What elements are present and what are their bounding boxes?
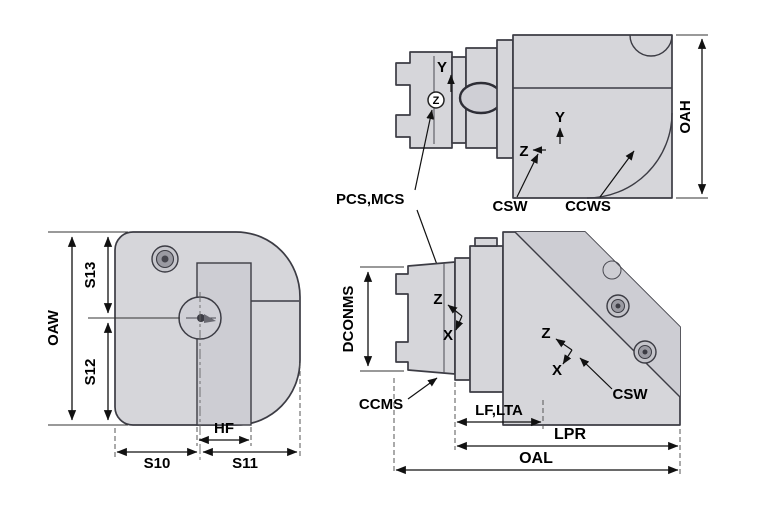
hf-label: HF — [214, 420, 234, 437]
axis-z-body-label: Z — [519, 143, 528, 160]
face-hole — [602, 260, 622, 280]
taper-shank-outline — [395, 261, 456, 375]
dim-oal: OAL — [393, 378, 679, 475]
axis-x-head-label: X — [552, 362, 562, 379]
dim-hf: HF — [196, 420, 252, 446]
face-screw-1 — [606, 294, 630, 318]
face-screw-2 — [633, 340, 657, 364]
gauge-ring — [458, 81, 504, 115]
s13-label: S13 — [82, 262, 99, 289]
front-head-band — [196, 262, 252, 426]
s12-label: S12 — [82, 359, 99, 386]
csw-lower-label: CSW — [613, 386, 649, 403]
dim-lf-lta: LF,LTA — [454, 382, 544, 450]
dconms-label: DCONMS — [340, 286, 357, 353]
axis-y-gauge-label: Y — [437, 59, 447, 76]
s11-label: S11 — [232, 455, 258, 472]
s10-label: S10 — [144, 455, 171, 472]
axis-z-gauge-label: Z — [433, 95, 440, 107]
dim-lpr: LPR — [456, 426, 681, 474]
axis-z-head-arrow — [555, 338, 573, 351]
axis-z-head-label: Z — [541, 325, 550, 342]
flange-ring-c — [496, 39, 514, 159]
csw-upper-label: CSW — [493, 198, 529, 215]
axis-z-gauge-circle — [427, 91, 445, 109]
oal-label: OAL — [519, 450, 553, 467]
csw-upper-leader — [516, 153, 539, 198]
csw-lower-leader — [579, 357, 613, 390]
lf-lta-label: LF,LTA — [475, 402, 523, 419]
front-view: OAW S13 S12 HF S10 S11 — [45, 231, 301, 472]
axis-x-flange-label: X — [443, 327, 453, 344]
ccws-leader — [599, 150, 635, 198]
flange-ring-lower-b — [469, 245, 504, 393]
axis-z-flange-label: Z — [433, 291, 442, 308]
clamp-screw — [151, 245, 179, 273]
dim-s10-s11: S10 S11 — [114, 363, 301, 472]
side-view-upper: Y Z Y Z PCS,MCS CSW CCWS OAH — [336, 34, 708, 304]
axis-y-body-label: Y — [555, 109, 565, 126]
ccws-label: CCWS — [565, 198, 611, 215]
flange-ring-lower-a — [454, 257, 471, 381]
top-notch-arc — [629, 34, 673, 57]
pcs-mcs-label: PCS,MCS — [336, 191, 404, 208]
spindle-shank-outline — [395, 51, 453, 149]
lpr-label: LPR — [554, 426, 586, 443]
dim-dconms: DCONMS — [340, 266, 404, 372]
axis-x-head-arrow — [562, 349, 573, 365]
side-view-lower: Z X Z X CCMS CSW DCONMS LF,LTA — [340, 231, 681, 475]
axis-z-flange-arrow — [447, 304, 463, 317]
head-body-side — [512, 34, 673, 199]
corner-arc — [586, 112, 673, 199]
ccms-label: CCMS — [359, 396, 403, 413]
flange-step — [474, 237, 498, 247]
oah-label: OAH — [677, 100, 694, 133]
axis-x-flange-arrow — [455, 315, 464, 331]
angled-face-edge — [514, 231, 681, 398]
pcs-mcs-leader-upper — [414, 109, 434, 191]
dim-oah: OAH — [676, 34, 708, 199]
oaw-label: OAW — [45, 309, 62, 346]
dim-oaw: OAW S13 S12 — [45, 231, 180, 426]
ccms-leader — [407, 377, 438, 400]
